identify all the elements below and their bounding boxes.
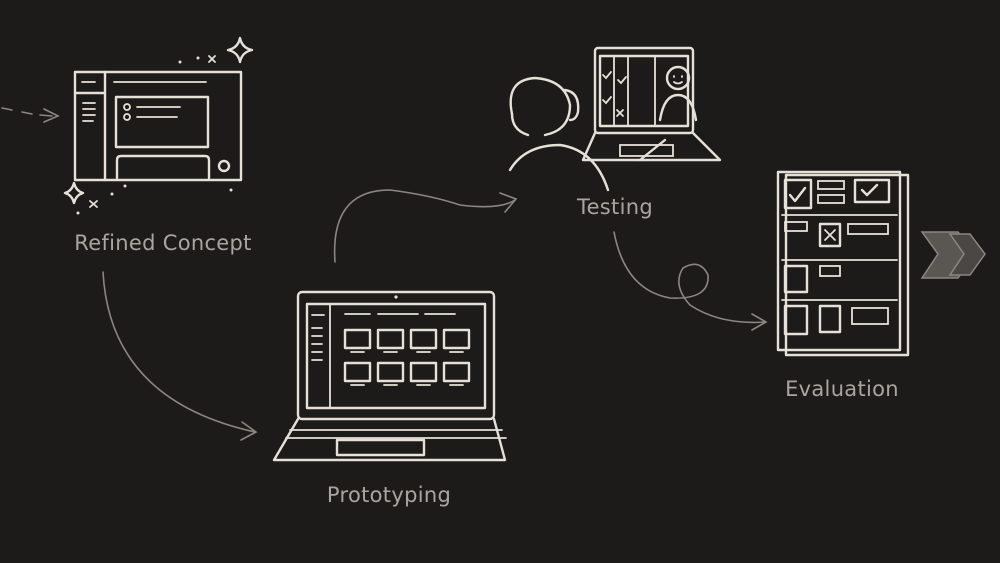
prototype-thumbnail (376, 328, 405, 350)
next-chevrons-icon (920, 231, 986, 279)
prototype-thumbnail (343, 361, 372, 383)
prototype-thumbnail (442, 328, 471, 350)
prototype-thumbnail (376, 361, 405, 383)
step-label-refined-concept: Refined Concept (74, 231, 252, 255)
prototyping-laptop-icon (272, 290, 507, 462)
refined-concept-window-icon (63, 36, 254, 215)
prototype-thumbnail (343, 328, 372, 350)
prototype-thumbnail (409, 328, 438, 350)
evaluation-document-icon (776, 170, 910, 357)
arrow-refined-to-prototyping (102, 271, 258, 441)
prototype-thumbnail (442, 361, 471, 383)
arrow-testing-to-evaluation (613, 231, 768, 331)
step-label-testing: Testing (577, 195, 653, 219)
incoming-dashed-arrow (1, 107, 60, 123)
arrow-prototyping-to-testing (333, 189, 518, 263)
step-label-prototyping: Prototyping (326, 483, 452, 507)
testing-user-laptop-icon (508, 46, 722, 192)
step-label-evaluation: Evaluation (785, 377, 899, 401)
prototype-thumbnail (409, 361, 438, 383)
